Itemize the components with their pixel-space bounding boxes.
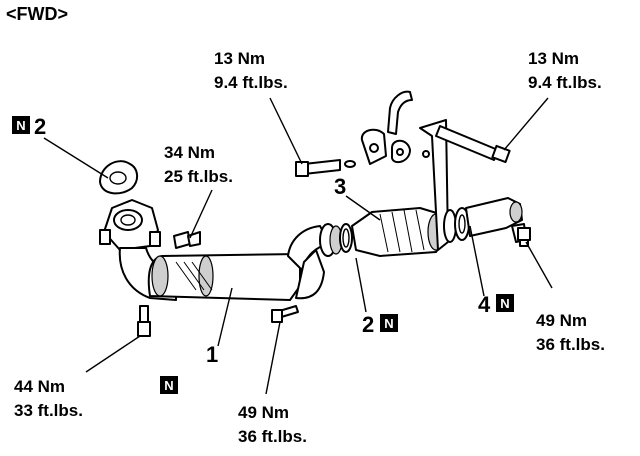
svg-text:N: N [384, 316, 393, 331]
svg-text:N: N [164, 378, 173, 393]
svg-text:36 ft.lbs.: 36 ft.lbs. [238, 427, 307, 446]
svg-text:44 Nm: 44 Nm [14, 377, 65, 396]
callout-part-2-top: N 2 [12, 114, 46, 139]
catalytic-converter [295, 90, 511, 257]
svg-text:N: N [500, 296, 509, 311]
leader-lines [43, 97, 553, 395]
front-exhaust-pipe [99, 199, 343, 301]
svg-text:49 Nm: 49 Nm [536, 311, 587, 330]
bolt-right-49nm [517, 227, 531, 247]
torque-right-bolt: 49 Nm 36 ft.lbs. [536, 311, 605, 354]
torque-bottom-left: 44 Nm 33 ft.lbs. [14, 377, 83, 420]
svg-text:49 Nm: 49 Nm [238, 403, 289, 422]
gasket-upper [99, 160, 138, 195]
callout-part-1: 1 [206, 342, 218, 367]
svg-text:2: 2 [362, 312, 374, 337]
svg-text:25 ft.lbs.: 25 ft.lbs. [164, 167, 233, 186]
svg-text:N: N [16, 118, 25, 133]
bolt-left-34nm [173, 231, 201, 249]
torque-left-bolt: 34 Nm 25 ft.lbs. [164, 143, 233, 186]
gasket-lower [339, 223, 353, 253]
svg-text:9.4 ft.lbs.: 9.4 ft.lbs. [528, 73, 602, 92]
svg-text:13 Nm: 13 Nm [214, 49, 265, 68]
svg-text:4: 4 [478, 292, 491, 317]
header-label: <FWD> [6, 4, 68, 24]
torque-top-right: 13 Nm 9.4 ft.lbs. [528, 49, 602, 92]
rear-flange-gasket [443, 197, 527, 243]
svg-text:34 Nm: 34 Nm [164, 143, 215, 162]
svg-text:36 ft.lbs.: 36 ft.lbs. [536, 335, 605, 354]
badge-bottom-left: N [160, 376, 178, 394]
svg-text:33 ft.lbs.: 33 ft.lbs. [14, 401, 83, 420]
svg-text:2: 2 [34, 114, 46, 139]
svg-text:13 Nm: 13 Nm [528, 49, 579, 68]
bolt-bottom-44nm [137, 305, 151, 337]
callout-part-4: 4 N [478, 292, 514, 317]
torque-bottom-center: 49 Nm 36 ft.lbs. [238, 403, 307, 446]
svg-text:3: 3 [334, 174, 346, 199]
svg-text:1: 1 [206, 342, 218, 367]
callout-part-2-bottom: 2 N [362, 312, 398, 337]
bolt-bottom-49nm [271, 305, 299, 323]
torque-top-center: 13 Nm 9.4 ft.lbs. [214, 49, 288, 92]
svg-text:9.4 ft.lbs.: 9.4 ft.lbs. [214, 73, 288, 92]
callout-part-3: 3 [334, 174, 346, 199]
